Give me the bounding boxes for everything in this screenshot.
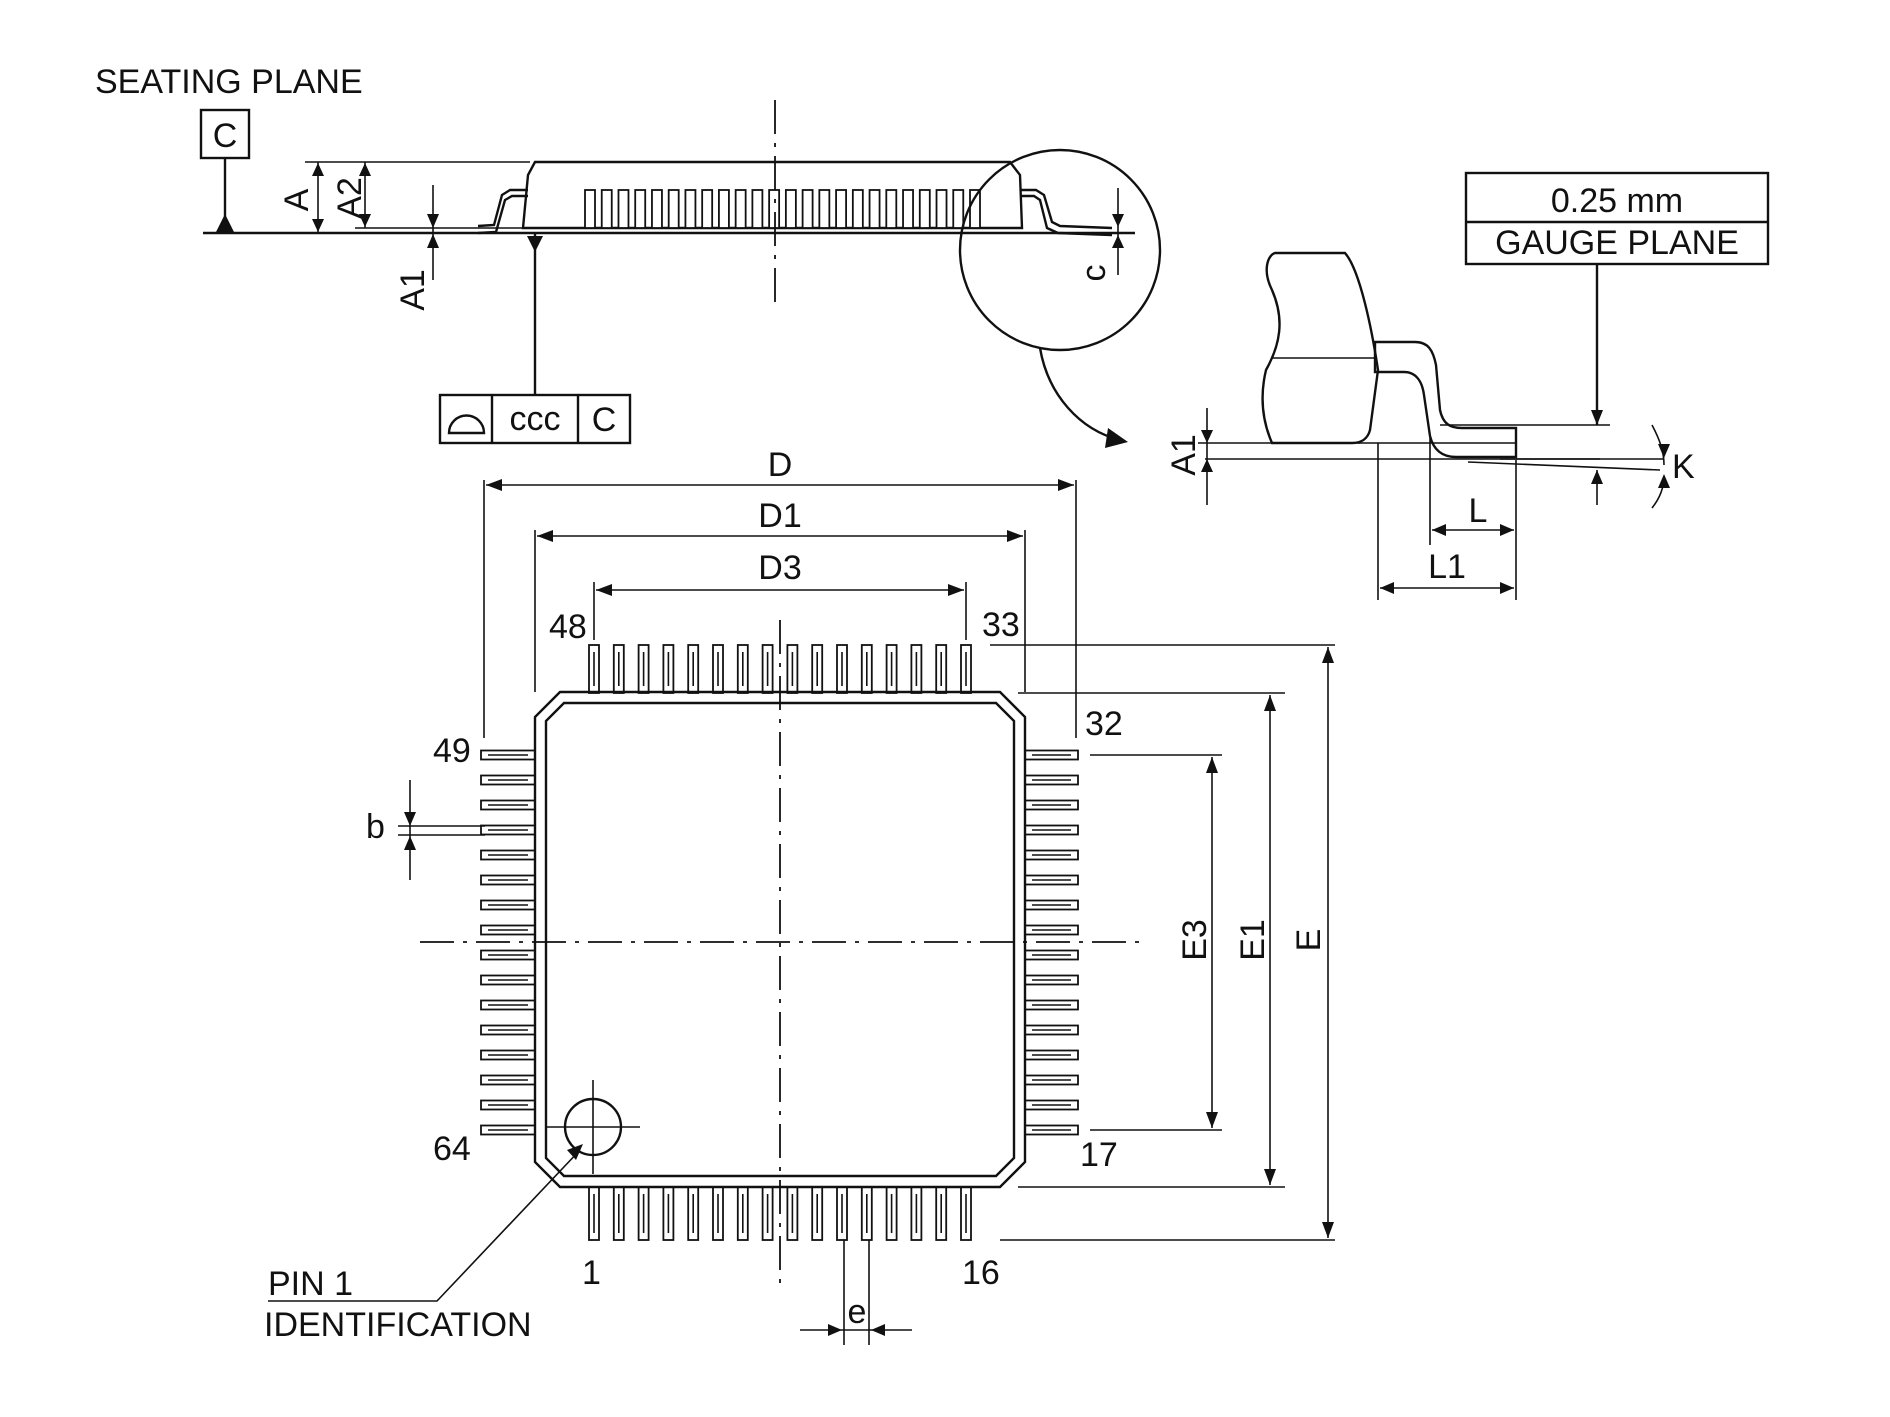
side-lead (885, 189, 898, 229)
dim-e3-label: E3 (1176, 919, 1214, 961)
side-lead (835, 189, 847, 229)
pin-label-17: 17 (1080, 1136, 1118, 1174)
dim-a2-label: A2 (331, 177, 369, 219)
pin-label-64: 64 (433, 1130, 471, 1168)
side-lead (935, 189, 948, 229)
pins-right-column (1024, 749, 1079, 1136)
gauge-plane-label: GAUGE PLANE (1495, 224, 1739, 262)
pin-label-1: 1 (582, 1254, 601, 1292)
side-lead (667, 189, 680, 229)
lead-detail-view: 0.25 mm GAUGE PLANE A1 K (1165, 171, 1770, 600)
gauge-plane-box (1464, 171, 1770, 266)
pin1-label-line1: PIN 1 (268, 1265, 353, 1303)
dim-l1-label: L1 (1428, 548, 1466, 586)
dim-e-label: E (1290, 929, 1328, 952)
detail-lead (1373, 340, 1518, 459)
side-view: SEATING PLANE C A A2 A1 (95, 63, 1162, 448)
pins-bottom-row (588, 1186, 972, 1241)
pin-label-49: 49 (433, 732, 471, 770)
side-lead (584, 189, 596, 229)
dim-d1-label: D1 (758, 497, 801, 535)
detail-circle (958, 148, 1162, 352)
pins-top-row (588, 644, 972, 694)
side-lead (784, 189, 797, 229)
gauge-value-label: 0.25 mm (1551, 182, 1683, 220)
side-lead (634, 189, 647, 229)
side-lead (734, 189, 747, 229)
dim-e1-label: E1 (1234, 919, 1272, 961)
dim-a1-label: A1 (394, 269, 432, 311)
side-lead (701, 189, 714, 229)
dim-b-label: b (366, 808, 385, 846)
flatness-tolerance-frame (438, 393, 632, 445)
pin1-leader (268, 1149, 581, 1302)
package-body-inner (544, 701, 1016, 1178)
dim-c-label: c (1075, 265, 1113, 282)
side-lead (952, 189, 965, 229)
side-lead (918, 189, 931, 229)
right-lead (1020, 194, 1113, 237)
top-view: PIN 1 IDENTIFICATION D D1 D3 E (264, 446, 1335, 1345)
pin-label-32: 32 (1085, 705, 1123, 743)
datum-arrow-icon (216, 214, 234, 232)
dim-d3-label: D3 (758, 549, 801, 587)
seating-plane-label: SEATING PLANE (95, 63, 363, 101)
dim-a-label: A (278, 188, 316, 211)
detail-body (1261, 251, 1380, 445)
pin-label-33: 33 (982, 606, 1020, 644)
tol-datum-label: C (592, 401, 617, 439)
side-lead (600, 189, 613, 229)
side-lead (718, 189, 730, 229)
side-lead (818, 189, 831, 229)
side-lead (801, 189, 814, 229)
side-lead (851, 189, 864, 229)
side-lead (868, 189, 881, 229)
detail-a1-label: A1 (1165, 434, 1203, 476)
side-lead (751, 189, 764, 229)
side-body (521, 160, 1024, 230)
dim-k-label: K (1672, 448, 1695, 486)
side-lead (902, 189, 914, 229)
pin1-label-line2: IDENTIFICATION (264, 1306, 532, 1344)
side-lead-comb (584, 189, 981, 229)
flatness-icon (447, 414, 486, 435)
side-lead (651, 189, 663, 229)
pin-label-16: 16 (962, 1254, 1000, 1292)
pins-left-column (480, 749, 536, 1136)
pin-label-48: 48 (549, 608, 587, 646)
tol-ccc-label: ccc (510, 400, 561, 438)
left-lead (477, 194, 528, 235)
side-lead (684, 189, 697, 229)
dim-e-pitch-label: e (848, 1293, 867, 1331)
dim-l-label: L (1469, 492, 1488, 530)
side-lead (617, 189, 630, 229)
datum-c-label: C (213, 117, 238, 155)
dim-d-label: D (768, 446, 793, 484)
detail-pointer (1038, 347, 1121, 442)
package-body-outer (533, 690, 1027, 1189)
